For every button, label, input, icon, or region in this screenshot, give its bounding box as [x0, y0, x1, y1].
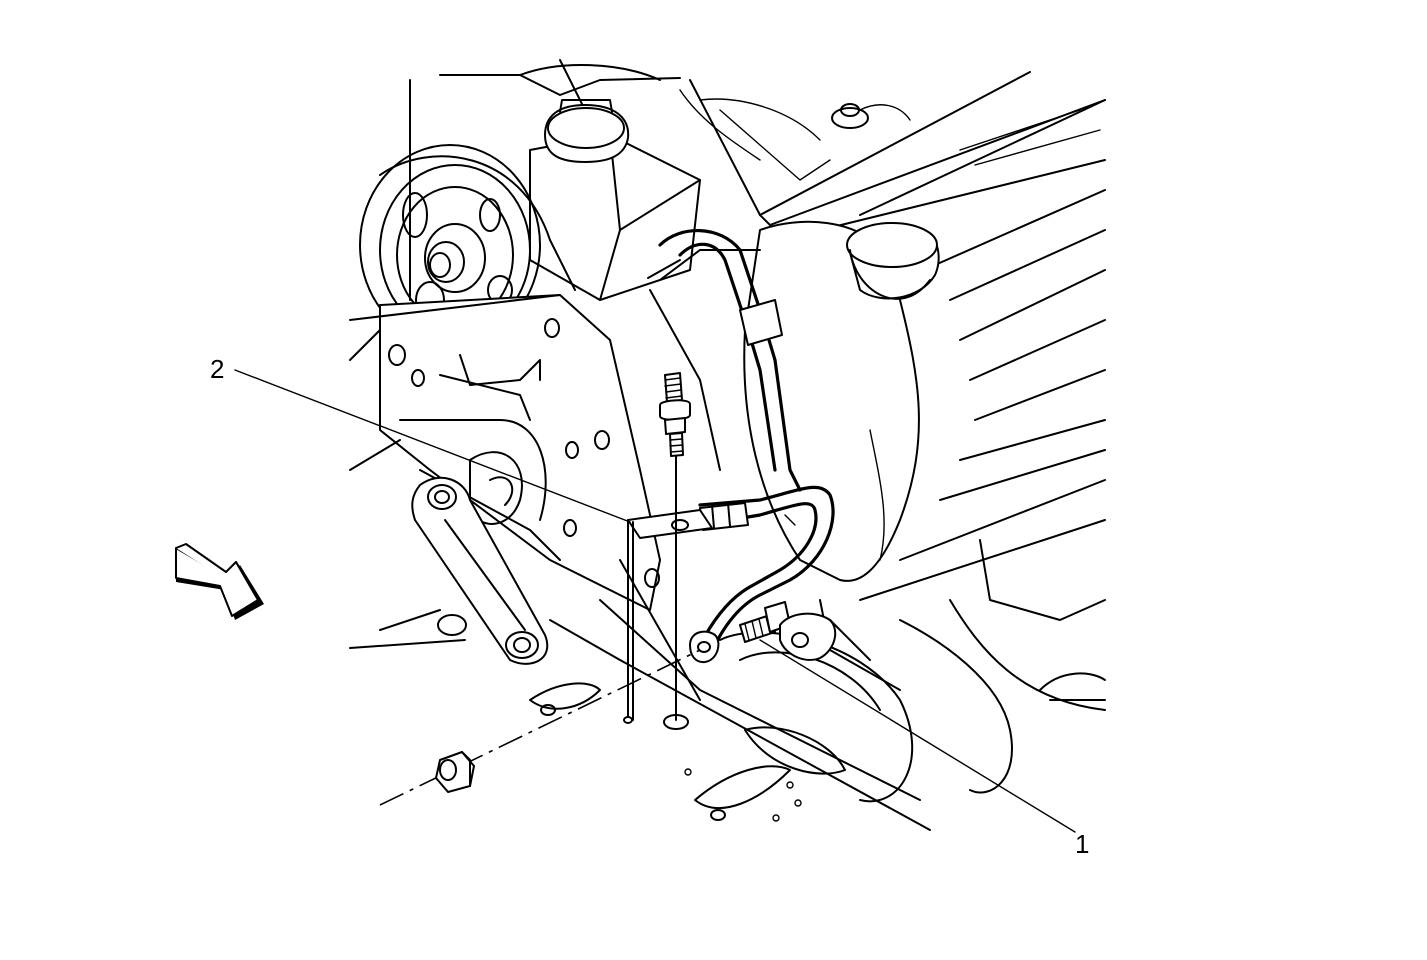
valve-cover: [859, 99, 1106, 711]
pipe-bracket: [623, 509, 713, 724]
leader-lines: [234, 369, 1076, 833]
callout-label-1: 1: [1075, 829, 1090, 859]
leader-line-1: [759, 639, 1076, 833]
pipe-assembly: [689, 485, 835, 664]
link-arm: [411, 476, 549, 665]
mounting-bracket: [349, 294, 661, 611]
upper-hose: [647, 228, 802, 492]
view-direction-arrow-icon: [175, 543, 264, 620]
pipe-bolt: [739, 601, 871, 661]
stud-bolt: [659, 372, 691, 730]
leader-line-2: [234, 369, 631, 523]
loose-nut: [379, 649, 701, 806]
pulley: [359, 144, 576, 346]
coolant-reservoir: [743, 220, 940, 582]
callout-label-2: 2: [210, 354, 225, 384]
power-steering-reservoir: [529, 99, 701, 301]
